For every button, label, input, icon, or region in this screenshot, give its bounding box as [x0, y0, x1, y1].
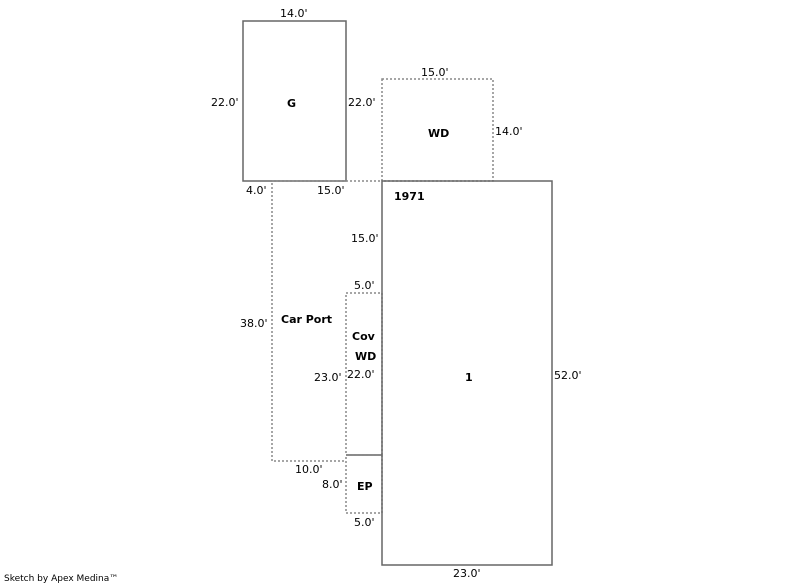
main-building-outline: [381, 180, 553, 566]
carport-outline: [271, 180, 346, 462]
label-main: 1: [465, 371, 473, 384]
dim-ep-bottom: 5.0': [354, 516, 375, 529]
dim-cov-top: 5.0': [354, 279, 375, 292]
dim-g-top: 14.0': [280, 7, 308, 20]
label-wood-deck: WD: [428, 127, 449, 140]
label-garage: G: [287, 97, 296, 110]
dim-g-left: 22.0': [211, 96, 239, 109]
dim-main-bottom: 23.0': [453, 567, 481, 580]
dim-cov-right: 22.0': [347, 368, 375, 381]
label-cov: Cov: [352, 330, 376, 343]
dim-main-right: 52.0': [554, 369, 582, 382]
label-enclosed-porch: EP: [357, 480, 373, 493]
dim-cp-top-left: 4.0': [246, 184, 267, 197]
dim-cp-right: 23.0': [314, 371, 342, 384]
dim-wd-right: 14.0': [495, 125, 523, 138]
label-cov-wd: WD: [355, 350, 376, 363]
dim-wd-top: 15.0': [421, 66, 449, 79]
sketch-credit: Sketch by Apex Medina™: [4, 574, 119, 584]
dim-cp-left: 38.0': [240, 317, 268, 330]
dim-cp-top-right: 15.0': [317, 184, 345, 197]
dim-cp-bottom: 10.0': [295, 463, 323, 476]
dim-g-right: 22.0': [348, 96, 376, 109]
label-year: 1971: [394, 190, 425, 203]
dim-ep-left: 8.0': [322, 478, 343, 491]
label-carport: Car Port: [281, 313, 332, 326]
dim-main-left-upper: 15.0': [351, 232, 379, 245]
garage-outline: [242, 20, 347, 182]
